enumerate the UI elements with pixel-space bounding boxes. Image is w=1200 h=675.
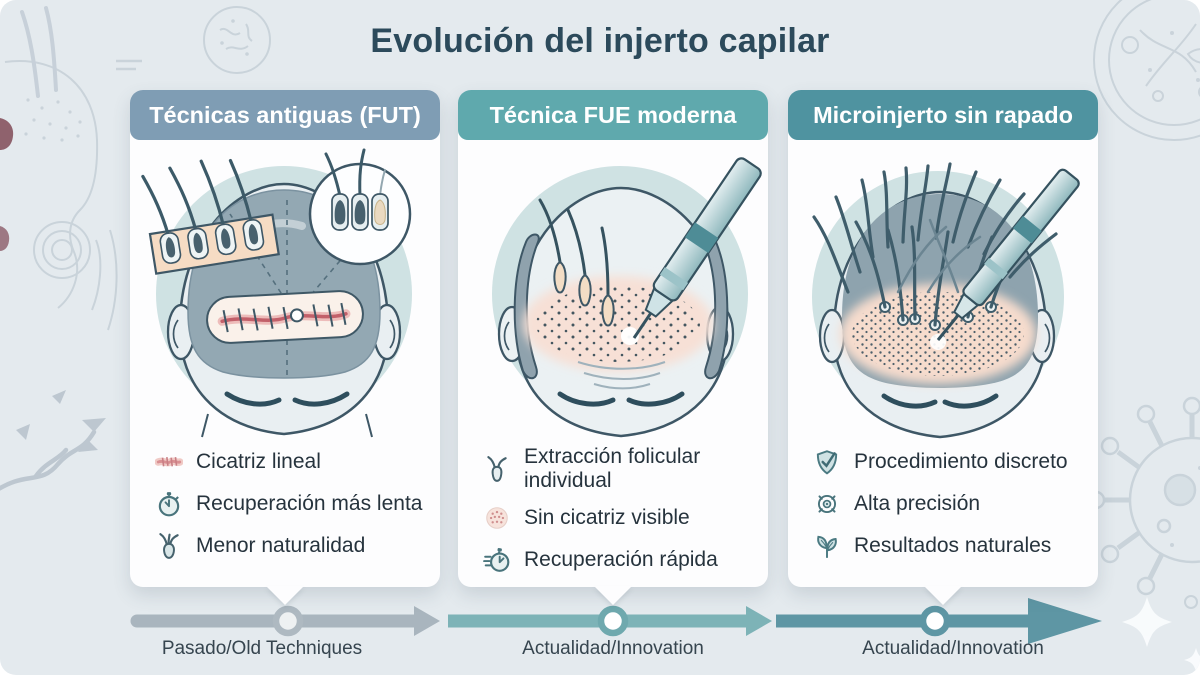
list-item: Alta precisión [813, 487, 1090, 520]
panel-fut-header: Técnicas antiguas (FUT) [130, 90, 440, 140]
hair-strands [812, 162, 1058, 327]
card-pointer [924, 586, 962, 605]
list-item: Sin cicatriz visible [483, 501, 760, 534]
bullet-label: Recuperación más lenta [196, 491, 423, 515]
timeline-chevron [746, 606, 772, 636]
panel-fut: Técnicas antiguas (FUT) [130, 90, 440, 605]
bullet-label: Cicatriz lineal [196, 449, 321, 473]
linear-scar [206, 290, 364, 344]
timeline-node-mid [597, 605, 629, 637]
stopwatch-icon [158, 491, 180, 516]
timeline [130, 598, 1102, 644]
card-pointer [594, 586, 632, 605]
illustration-micro-injection [812, 162, 1080, 439]
page-title: Evolución del injerto capilar [370, 22, 830, 60]
panel-micro-header: Microinjerto sin rapado [788, 90, 1098, 140]
bullet-label: Sin cicatriz visible [524, 505, 690, 529]
branch-doodle [0, 390, 106, 491]
panel-fut-bullets: Cicatriz lineal Recuperación más lenta [155, 445, 432, 571]
timeline-label-mid: Actualidad/Innovation [522, 638, 704, 659]
eyebrows [224, 391, 350, 407]
eyebrows [557, 391, 685, 407]
bullet-label: Procedimiento discreto [854, 449, 1068, 473]
list-item: Menor naturalidad [155, 529, 432, 562]
panel-fue: Técnica FUE moderna [458, 90, 768, 605]
forehead-wrinkles [577, 361, 666, 390]
bullet-label: Alta precisión [854, 491, 981, 515]
shield-check-icon [816, 449, 838, 474]
left-edge-accent [0, 226, 10, 251]
extracted-grafts [538, 198, 615, 327]
illustration-fue-extraction [492, 157, 762, 438]
strip-cross-section [141, 158, 280, 275]
list-item: Recuperación rápida [483, 543, 760, 576]
list-item: Cicatriz lineal [155, 445, 432, 478]
leaves-icon [817, 535, 837, 558]
timeline-node-past [272, 605, 304, 637]
follicle-magnifier [308, 148, 412, 266]
card-pointer [266, 586, 304, 605]
bullet-label: Extracción folicular individual [524, 445, 701, 492]
timeline-node-now [919, 605, 951, 637]
implanter-pen [936, 168, 1080, 341]
panel-micro-bullets: Procedimiento discreto Alta precisión [813, 445, 1090, 571]
hair-follicle-icon [159, 532, 179, 559]
bullet-label: Resultados naturales [854, 533, 1052, 557]
list-item: Extracción folicular individual [483, 445, 760, 492]
panel-micro: Microinjerto sin rapado [788, 90, 1098, 605]
timeline-chevron [414, 606, 440, 636]
timeline-label-past: Pasado/Old Techniques [161, 638, 363, 659]
target-icon [817, 494, 837, 513]
left-edge-accent [0, 118, 14, 150]
list-item: Recuperación más lenta [155, 487, 432, 520]
panel-fue-header: Técnica FUE moderna [458, 90, 768, 140]
stipple-dots-icon [486, 506, 508, 529]
list-item: Resultados naturales [813, 529, 1090, 562]
illustration-fut-linear-scar [141, 148, 412, 438]
bullet-label: Menor naturalidad [196, 533, 366, 557]
sparkle-icon [1184, 648, 1200, 671]
list-item: Procedimiento discreto [813, 445, 1090, 478]
panel-fue-bullets: Extracción folicular individual Sin cica… [483, 445, 760, 585]
bullet-label: Recuperación rápida [524, 547, 718, 571]
fue-punch-tool [632, 157, 762, 339]
timeline-label-now: Actualidad/Innovation [862, 638, 1044, 659]
virus-doodle [1086, 396, 1200, 596]
equals-doodle [116, 59, 142, 71]
scar-icon [155, 456, 183, 466]
eyebrows [881, 393, 999, 409]
hair-follicle-icon [487, 455, 507, 482]
fast-stopwatch-icon [483, 547, 510, 572]
timeline-arrowhead [1028, 598, 1102, 644]
